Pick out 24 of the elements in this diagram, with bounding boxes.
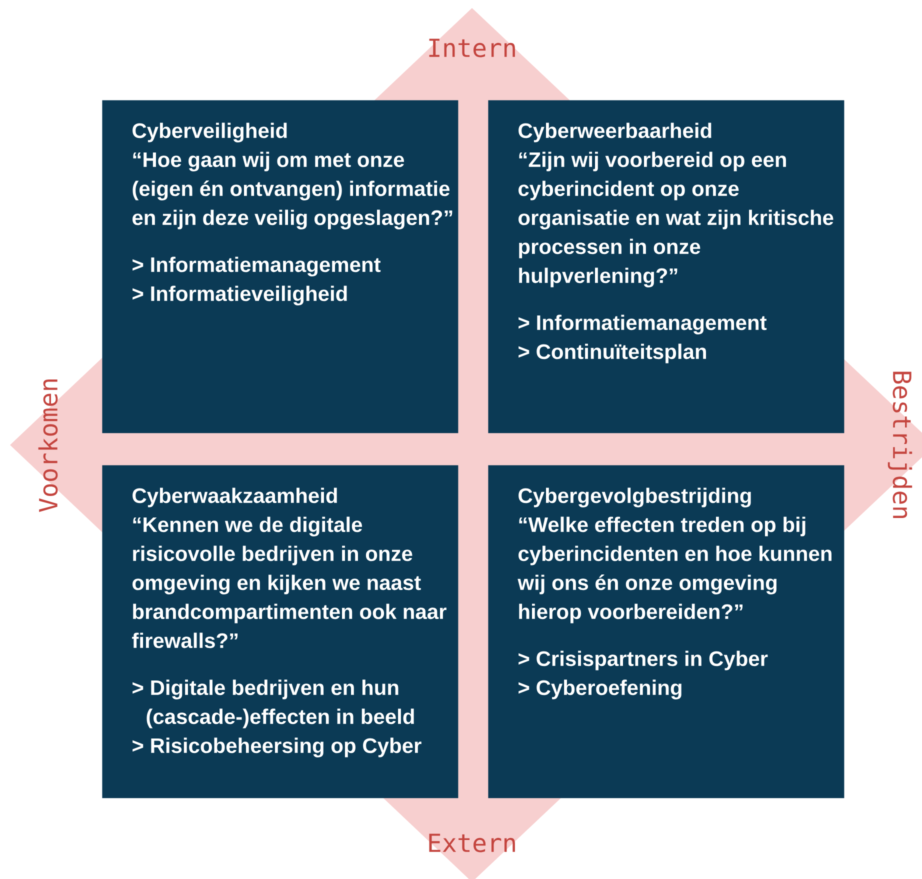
list-item: > Informatiemanagement: [518, 314, 767, 334]
list-item: > Continuïteitsplan: [518, 344, 706, 364]
quadrant-box: [488, 100, 844, 434]
quadrant-box: [102, 465, 458, 798]
list-item: > Risicobeheersing op Cyber: [132, 738, 422, 758]
axis-label: Bestrijden: [888, 372, 912, 518]
box-heading: Cyberwaakzaamheid: [132, 488, 337, 508]
question-text: “Hoe gaan wij om met onze (eigen én ontvangen) informatie en zijn deze veilig opgeslagen?”: [132, 152, 452, 230]
list-item: > Informatieveiligheid: [132, 286, 347, 306]
axis-label: Voorkomen: [38, 380, 58, 512]
box-heading: Cyberweerbaarheid: [518, 122, 712, 142]
box-heading: Cyberveiligheid: [132, 122, 287, 142]
axis-label: Extern: [429, 834, 515, 852]
box-heading: Cybergevolgbestrijding: [518, 488, 751, 508]
axis-label: Intern: [429, 38, 515, 58]
quadrant-box: [102, 100, 458, 434]
list-item: > Digitale bedrijven en hun (cascade-)effecten in beeld: [132, 680, 414, 728]
list-item: > Informatiemanagement: [132, 256, 381, 276]
quadrant-box: [488, 465, 844, 798]
question-text: “Welke effecten treden op bij cyberincidenten en hoe kunnen wij ons én onze omgeving hierop voorbereiden?”: [518, 516, 832, 624]
list-item: > Cyberoefening: [518, 680, 682, 700]
list-item: > Crisispartners in Cyber: [518, 650, 768, 670]
question-text: “Zijn wij voorbereid op een cyberincident op onze organisatie en wat zijn kritische processen in onze hulpverlening?”: [518, 152, 834, 288]
question-text: “Kennen we de digitale risicovolle bedrijven in onze omgeving en kijken we naast brandcompartimenten ook naar firewalls?”: [132, 516, 446, 648]
